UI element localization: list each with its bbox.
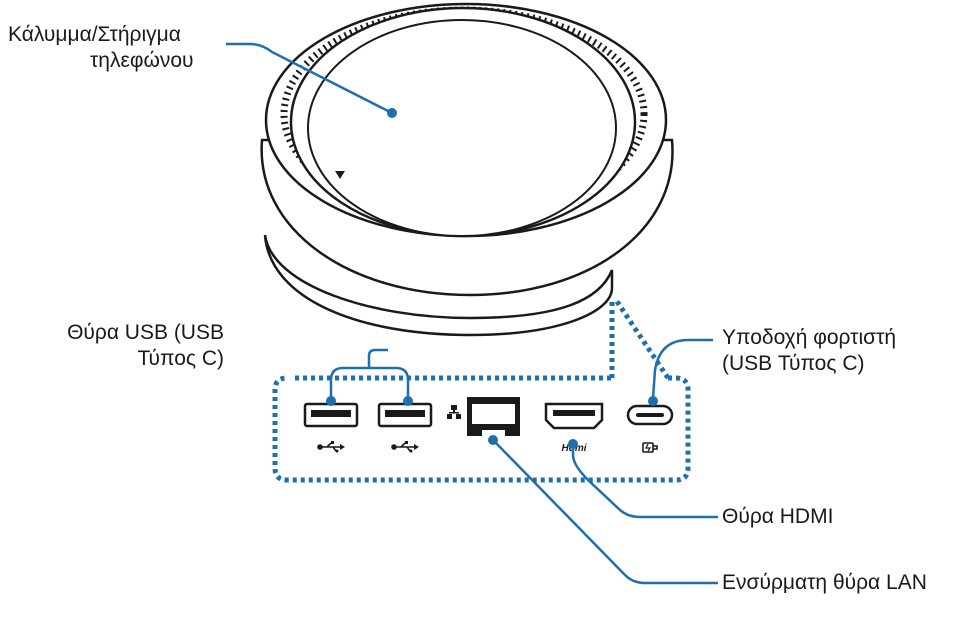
cover-plate bbox=[307, 19, 617, 237]
dot-lan bbox=[488, 435, 498, 445]
dock-vent-ring bbox=[280, 6, 648, 222]
dot-charger bbox=[648, 396, 658, 406]
charging-icon bbox=[642, 442, 658, 453]
dot-usb-2 bbox=[403, 396, 413, 406]
dock-device bbox=[260, 2, 674, 337]
lan-port-recess bbox=[472, 404, 515, 424]
port-panel-callout bbox=[272, 298, 691, 483]
arrow-marker-icon bbox=[335, 171, 345, 179]
leader-lan bbox=[492, 439, 718, 585]
network-icon bbox=[447, 405, 461, 419]
label-cover: Κάλυμμα/Στήριγμα τηλεφώνου bbox=[8, 22, 194, 74]
dot-cover bbox=[387, 108, 397, 118]
port-panel-outline bbox=[272, 375, 691, 483]
label-lan-text: Ενσύρματη θύρα LAN bbox=[722, 571, 927, 594]
dot-hdmi bbox=[568, 439, 578, 449]
usb-icon bbox=[317, 441, 345, 453]
usb-port-1-tongue bbox=[311, 410, 351, 417]
usb-icon bbox=[391, 441, 419, 453]
leader-cover bbox=[226, 42, 393, 115]
label-hdmi-text: Θύρα HDMI bbox=[722, 505, 834, 528]
callout-line-right bbox=[613, 298, 671, 380]
label-usb-ports: Θύρα USB (USB Τύπος C) bbox=[40, 320, 224, 372]
label-charger-line1: Υποδοχή φορτιστή bbox=[722, 326, 897, 349]
leader-charger bbox=[651, 338, 713, 399]
leader-lines bbox=[226, 42, 718, 585]
label-usb-ports-line2: Τύπος C) bbox=[137, 347, 224, 370]
label-lan: Ενσύρματη θύρα LAN bbox=[722, 570, 927, 596]
leader-dots bbox=[326, 108, 658, 449]
leader-usb bbox=[329, 348, 410, 398]
dock-base bbox=[263, 234, 614, 337]
usb-c-port-inner bbox=[636, 413, 664, 417]
ports bbox=[303, 397, 674, 436]
label-cover-line1: Κάλυμμα/Στήριγμα bbox=[8, 23, 181, 46]
leader-hdmi bbox=[571, 444, 718, 519]
hdmi-port-inner bbox=[553, 410, 595, 416]
label-charger: Υποδοχή φορτιστή (USB Τύπος C) bbox=[722, 325, 896, 377]
usb-port-2-tongue bbox=[385, 410, 425, 417]
label-usb-ports-line1: Θύρα USB (USB bbox=[67, 321, 224, 344]
label-hdmi: Θύρα HDMI bbox=[722, 504, 833, 530]
label-cover-line2: τηλεφώνου bbox=[90, 49, 194, 72]
dot-usb-1 bbox=[326, 396, 336, 406]
label-charger-line2: (USB Τύπος C) bbox=[722, 352, 865, 375]
